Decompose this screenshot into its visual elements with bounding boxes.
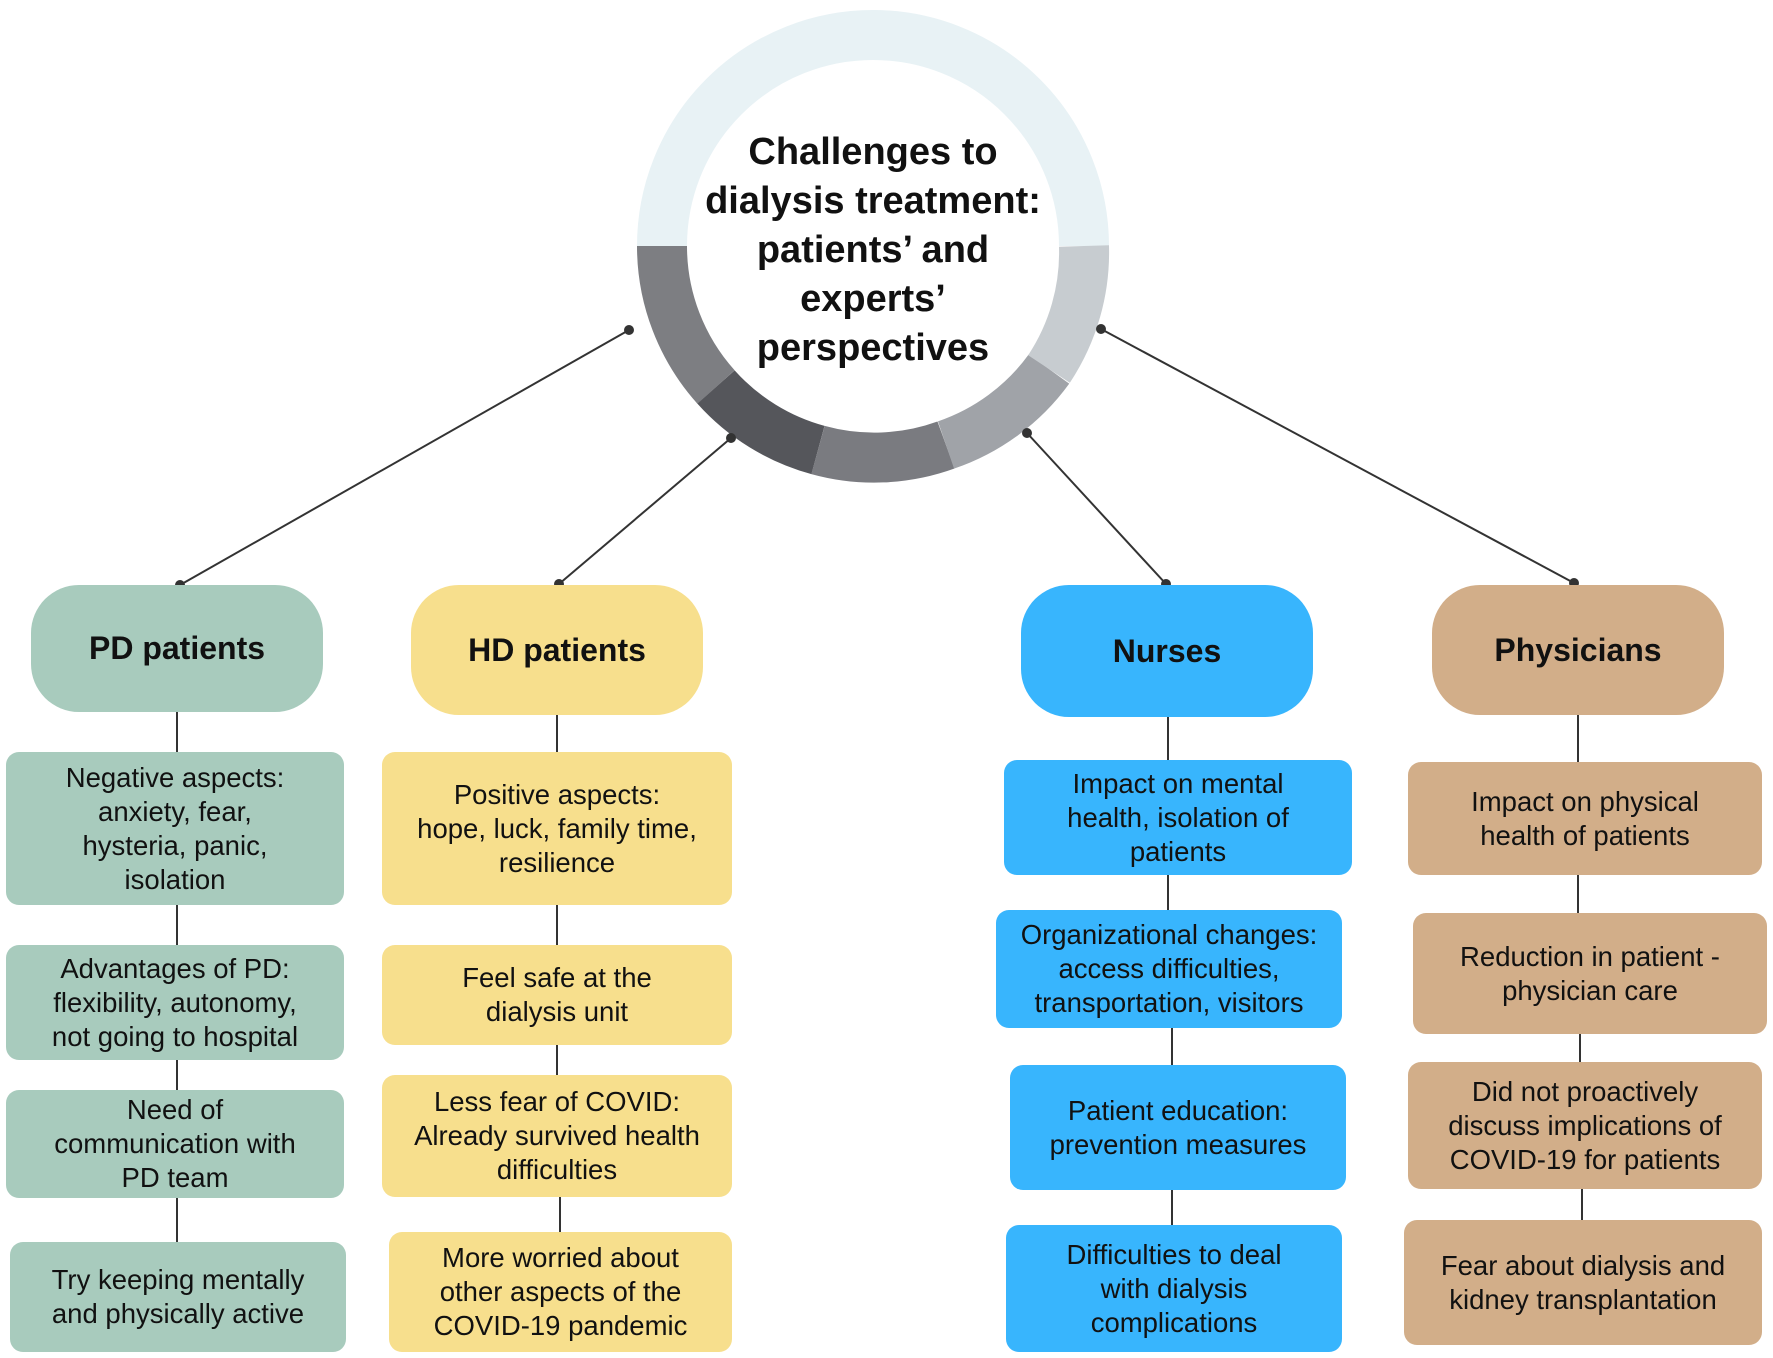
header-physicians: Physicians bbox=[1432, 585, 1724, 715]
physicians-item-reduction-care: Reduction in patient - physician care bbox=[1413, 913, 1767, 1034]
physicians-item-did-not-discuss: Did not proactively discuss implications… bbox=[1408, 1062, 1762, 1189]
ring-bottom-segment bbox=[811, 421, 955, 483]
hd-item-feel-safe: Feel safe at the dialysis unit bbox=[382, 945, 732, 1045]
ring-left-segment bbox=[637, 245, 735, 404]
pd-item-negative-aspects: Negative aspects: anxiety, fear, hysteri… bbox=[6, 752, 344, 905]
connector-hd bbox=[558, 437, 732, 585]
hd-item-less-fear: Less fear of COVID: Already survived hea… bbox=[382, 1075, 732, 1197]
ring-top-segment bbox=[637, 10, 1109, 247]
nurses-item-organizational: Organizational changes: access difficult… bbox=[996, 910, 1342, 1028]
connector-pd bbox=[179, 329, 630, 586]
hd-item-positive-aspects: Positive aspects: hope, luck, family tim… bbox=[382, 752, 732, 905]
connector-nurses bbox=[1026, 432, 1167, 585]
pd-item-advantages: Advantages of PD: flexibility, autonomy,… bbox=[6, 945, 344, 1060]
central-title-container: Challenges to dialysis treatment: patien… bbox=[683, 120, 1063, 380]
connector-physicians bbox=[1100, 328, 1575, 584]
header-pd-patients: PD patients bbox=[31, 585, 323, 712]
ring-bottom-left-segment bbox=[697, 369, 826, 475]
ring-bottom-right-segment bbox=[937, 353, 1070, 469]
pd-item-communication: Need of communication with PD team bbox=[6, 1090, 344, 1198]
nurses-item-education: Patient education: prevention measures bbox=[1010, 1065, 1346, 1190]
central-ring bbox=[637, 10, 1110, 483]
header-hd-patients: HD patients bbox=[411, 585, 703, 715]
hd-item-more-worried: More worried about other aspects of the … bbox=[389, 1232, 732, 1352]
nurses-item-mental-health: Impact on mental health, isolation of pa… bbox=[1004, 760, 1352, 875]
pd-item-active: Try keeping mentally and physically acti… bbox=[10, 1242, 346, 1352]
ring-right-segment bbox=[1027, 245, 1110, 383]
physicians-item-physical-health: Impact on physical health of patients bbox=[1408, 762, 1762, 875]
physicians-item-fear-transplant: Fear about dialysis and kidney transplan… bbox=[1404, 1220, 1762, 1345]
nurses-item-complications: Difficulties to deal with dialysis compl… bbox=[1006, 1225, 1342, 1352]
header-nurses: Nurses bbox=[1021, 585, 1313, 717]
central-title: Challenges to dialysis treatment: patien… bbox=[705, 130, 1041, 369]
